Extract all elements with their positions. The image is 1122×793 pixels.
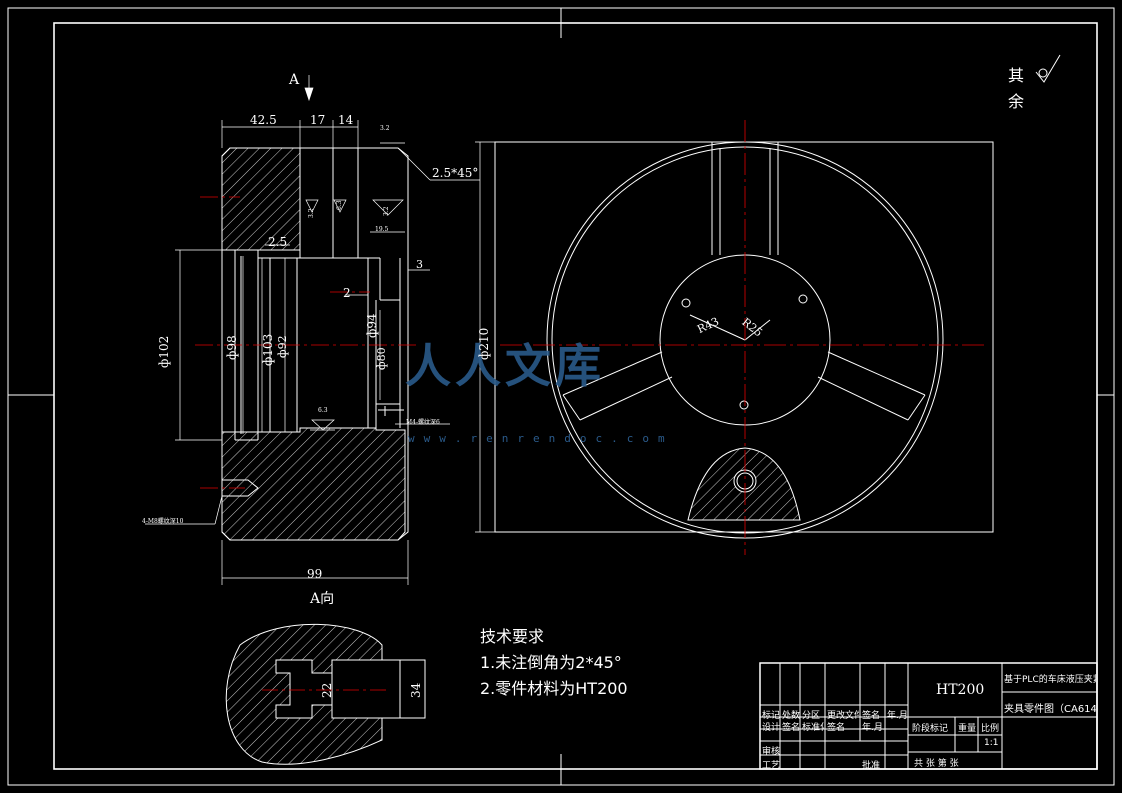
dim-phi103: ф103 [261, 333, 275, 366]
section-view [221, 147, 409, 541]
dim-phi92: ф92 [276, 335, 289, 358]
hole-note: 4-M8螺纹深10 [142, 518, 184, 525]
tech-requirements: 技术要求 1.未注倒角为2*45° 2.零件材料为HT200 [480, 624, 628, 702]
tb-count: 处数 [782, 711, 801, 721]
roughness-3-2-top: 3.2 [380, 125, 390, 132]
view-a-label: A [289, 72, 300, 88]
scale-value: 1:1 [984, 738, 999, 748]
chamfer-note: 2.5*45° [432, 166, 479, 180]
tb-mark: 标记 [762, 711, 781, 721]
project-title: 基于PLC的车床液压夹紧装置设计 [1004, 675, 1096, 685]
sheet-border [7, 7, 1115, 786]
dim-phi94: ф94 [365, 313, 379, 338]
stage-label: 阶段标记 [912, 724, 949, 734]
sheets-label: 共 张 第 张 [914, 759, 959, 769]
roughness-note-top: 其 [1008, 66, 1025, 85]
scale-label: 比例 [981, 724, 1000, 734]
front-centerlines [500, 120, 985, 555]
tb-sign3: 签名 [827, 723, 846, 733]
tb-zone: 分区 [802, 711, 821, 721]
roughness-6-3-low: 6.3 [318, 407, 328, 414]
tb-date: 年.月.日 [887, 711, 907, 721]
tb-std: 标准化 [802, 723, 824, 733]
tb-approve: 批准 [862, 761, 881, 771]
tech-title: 技术要求 [480, 627, 545, 646]
dim-99: 99 [307, 567, 323, 581]
watermark-url: www.renrendoc.com [408, 432, 674, 445]
tb-date2: 年.月.日 [862, 723, 884, 733]
roughness-3-2-a: 3.2 [308, 208, 315, 218]
dim-14: 14 [338, 113, 354, 127]
tb-sign: 签名 [862, 711, 881, 721]
watermark-text: 人人文库 [405, 339, 605, 393]
tb-process: 工艺 [762, 761, 781, 771]
dim-2: 2 [343, 286, 351, 300]
weight-label: 重量 [958, 724, 977, 734]
view-a-title: A向 [310, 591, 335, 607]
section-centerlines [195, 196, 420, 489]
roughness-6-3: 6.3 [336, 200, 343, 210]
dim-19-5: 19.5 [375, 226, 389, 233]
a-view [225, 623, 426, 765]
screw-note: M4-螺纹深6 [406, 419, 440, 426]
tb-design: 设计 [762, 723, 781, 733]
dim-22: 22 [320, 682, 334, 698]
section-dimensions [145, 75, 480, 585]
tech-line-2: 2.零件材料为HT200 [480, 679, 628, 698]
roughness-note-bottom: 余 [1008, 92, 1025, 111]
dim-phi102: ф102 [157, 335, 171, 368]
dim-phi98: ф98 [225, 335, 239, 360]
dim-phi210: ф210 [477, 327, 491, 360]
dim-2-5: 2.5 [268, 235, 288, 249]
tb-sign2: 签名 [782, 723, 801, 733]
dim-phi80: ф80 [375, 347, 388, 370]
dim-42-5: 42.5 [250, 113, 277, 127]
drawing-name: 夹具零件图（CA6140车床） [1004, 704, 1096, 715]
dim-3: 3 [416, 258, 423, 271]
tech-line-1: 1.未注倒角为2*45° [480, 653, 622, 672]
roughness-symbol [1035, 54, 1061, 83]
title-block [759, 662, 1098, 770]
front-dim-phi210 [475, 141, 495, 533]
dim-34: 34 [409, 682, 423, 698]
tb-review: 审核 [762, 747, 781, 757]
roughness-3-2-b: 3.2 [383, 206, 390, 216]
tb-change-doc: 更改文件号 [827, 711, 859, 721]
dim-17: 17 [310, 113, 326, 127]
material-cell: HT200 [936, 682, 985, 698]
